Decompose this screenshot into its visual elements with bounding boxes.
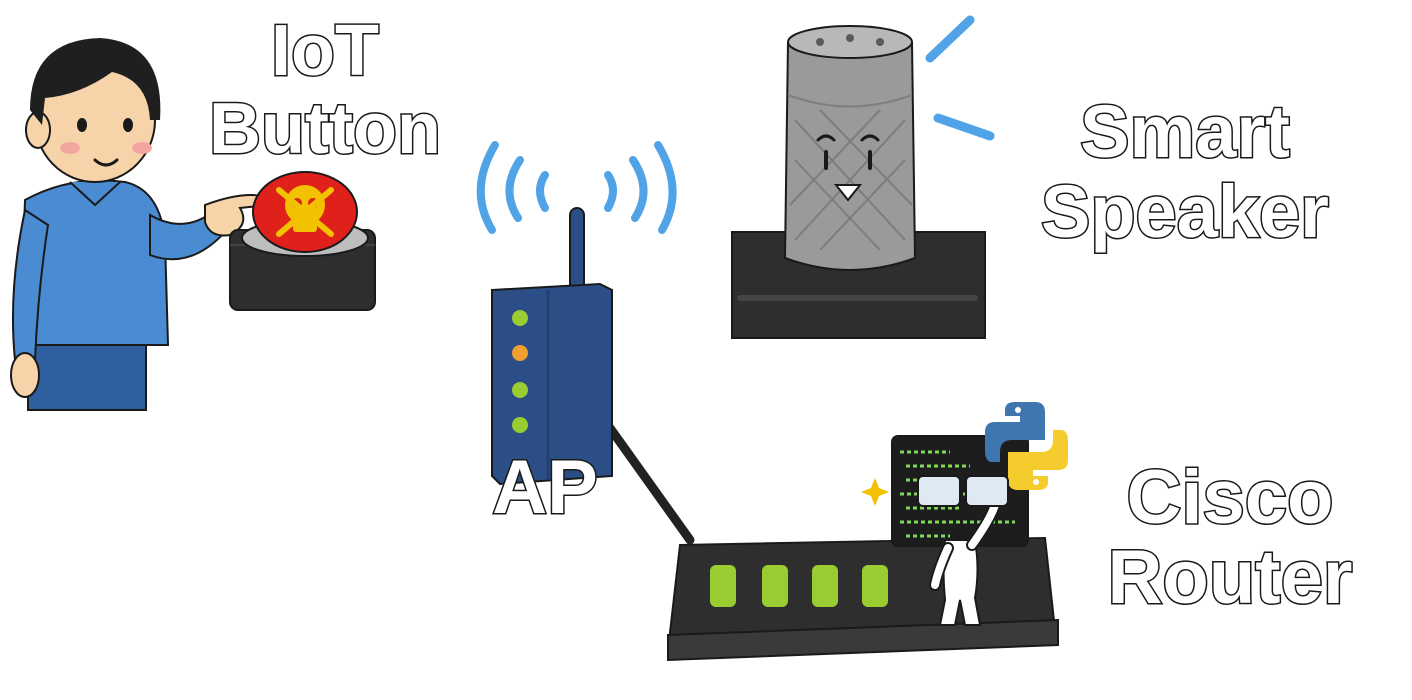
smart-speaker-label-line1: Smart [1079,90,1292,173]
ap-led [512,345,528,361]
ap-router-cable [605,423,695,545]
ap-led [512,382,528,398]
ap-led [512,417,528,433]
router-port-led [710,565,736,607]
iot-button-label-line1: IoT [270,11,381,92]
smart-speaker-label: Smart Speaker [1010,90,1360,253]
iot-button-label: IoT Button [180,11,470,170]
person-illustration [10,38,267,411]
access-point-device [491,207,613,486]
python-logo-icon [985,402,1068,490]
ap-led [512,310,528,326]
iot-button-device [229,171,376,311]
cisco-router-label-line1: Cisco [1125,455,1335,540]
cisco-router-label-line2: Router [1106,535,1354,620]
engineer-figure [917,475,1009,626]
router-port-led [862,565,888,607]
sparkle-icon [861,478,889,506]
router-port-led [762,565,788,607]
cisco-router-label: Cisco Router [1070,455,1390,620]
smart-speaker-label-line2: Speaker [1040,170,1331,253]
sound-waves-icon [925,15,995,141]
ap-label-text: AP [491,445,600,530]
router-port-led [812,565,838,607]
ap-label: AP [480,445,610,530]
smart-speaker-device [731,25,986,339]
skull-icon [276,185,334,237]
iot-button-label-line2: Button [208,89,443,170]
wifi-signal-icon [476,141,677,234]
cisco-router-device [666,536,1059,662]
